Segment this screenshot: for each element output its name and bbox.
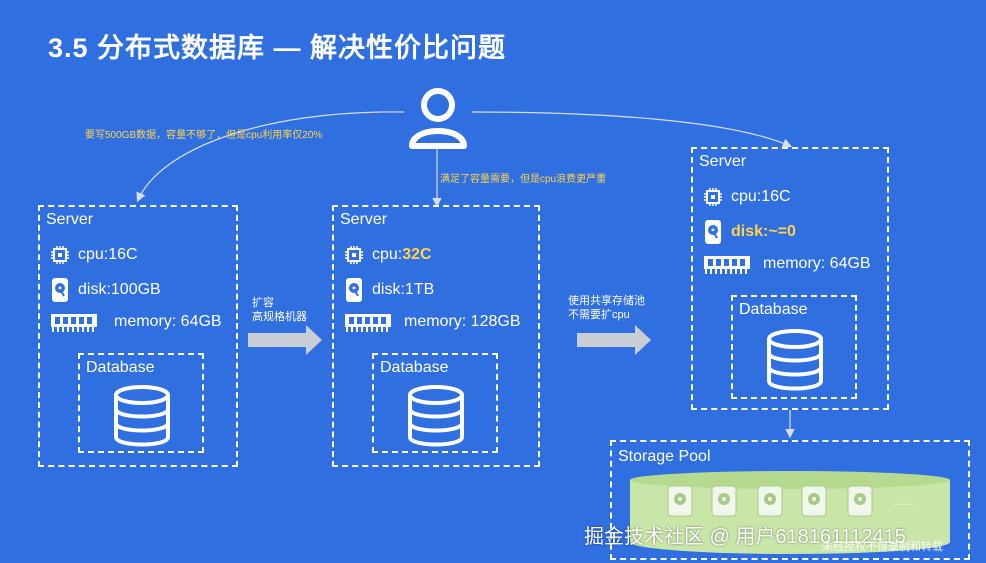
- pool-disk-icon: [847, 485, 873, 517]
- cpu-prefix: cpu:: [731, 188, 762, 205]
- hard-disk-icon: [346, 278, 362, 302]
- memory-row: memory: 64GB: [703, 253, 871, 275]
- database-cylinder-icon: [114, 385, 170, 447]
- pool-disk-icon: [801, 485, 827, 517]
- server-label: Server: [46, 211, 94, 228]
- cpu-row: cpu: 16C: [703, 187, 791, 207]
- arrow-label-shared-storage-line1: 使用共享存储池: [568, 295, 645, 307]
- pool-disk-icon: [711, 485, 737, 517]
- disk-prefix: disk:: [372, 281, 405, 298]
- disk-row: disk: ~=0: [703, 219, 796, 245]
- cpu-row: cpu: 16C: [50, 245, 138, 265]
- storage-pool-cylinder: [630, 471, 950, 554]
- database-cylinder-icon: [767, 329, 823, 391]
- pool-disk-icons: [667, 485, 873, 517]
- storage-pool-ellipsis: ......: [894, 494, 915, 508]
- connector-user-to-server-1: [136, 111, 405, 203]
- note-cpu-waste: 满足了容量需要，但是cpu浪费更严重: [440, 174, 607, 185]
- disk-prefix-highlighted: disk:: [731, 223, 769, 240]
- cpu-value-highlighted: 32C: [402, 246, 432, 263]
- disk-row: disk: 100GB: [50, 277, 161, 303]
- memory-text: memory: 128GB: [404, 313, 521, 330]
- memory-text: memory: 64GB: [114, 313, 222, 330]
- arrow-label-scale-up: 扩容 高规格机器: [252, 296, 307, 324]
- connector-user-to-server-3: [471, 111, 793, 148]
- memory-module-icon: [51, 314, 97, 332]
- watermark: 掘金技术社区 @ 用户618161112415: [584, 526, 906, 548]
- server-label: Server: [699, 153, 747, 170]
- cpu-prefix: cpu:: [372, 246, 403, 263]
- cpu-chip-icon: [704, 188, 722, 206]
- server-box-2: Server cpu: 32C disk: 1TB: [332, 205, 540, 467]
- big-arrow-shared-storage: [577, 325, 651, 355]
- arrow-label-shared-storage: 使用共享存储池 不需要扩cpu: [568, 294, 645, 322]
- cpu-value: 16C: [108, 246, 138, 263]
- server-box-1: Server cpu: 16C disk: 100GB: [38, 205, 238, 467]
- database-box: Database: [372, 353, 498, 453]
- disk-value: 1TB: [404, 281, 435, 298]
- disk-value: 100GB: [110, 281, 161, 298]
- big-arrow-scale-up: [248, 325, 322, 355]
- arrow-label-scale-up-line2: 高规格机器: [252, 311, 307, 323]
- watermark-copyright: 未经授权不得录制和转载: [822, 541, 943, 553]
- server-box-3: Server cpu: 16C disk: ~=0: [691, 147, 889, 410]
- cpu-prefix: cpu:: [78, 246, 109, 263]
- cpu-value: 16C: [761, 188, 791, 205]
- note-capacity-insufficient: 要写500GB数据，容量不够了，但是cpu利用率仅20%: [85, 130, 323, 141]
- hard-disk-icon: [52, 278, 68, 302]
- database-box: Database: [731, 295, 857, 399]
- pool-disk-icon: [757, 485, 783, 517]
- cpu-chip-icon: [345, 246, 363, 264]
- memory-module-icon: [704, 256, 750, 274]
- database-label: Database: [86, 359, 155, 376]
- storage-pool-label: Storage Pool: [618, 448, 711, 465]
- database-box: Database: [78, 353, 204, 453]
- memory-row: memory: 64GB: [50, 311, 222, 333]
- disk-row: disk: 1TB: [344, 277, 434, 303]
- cpu-row: cpu: 32C: [344, 245, 432, 265]
- arrow-label-shared-storage-line2: 不需要扩cpu: [568, 309, 630, 321]
- arrow-label-scale-up-line1: 扩容: [252, 297, 274, 309]
- server-label: Server: [340, 211, 388, 228]
- memory-row: memory: 128GB: [344, 311, 520, 333]
- memory-module-icon: [345, 314, 391, 332]
- storage-pool-box: Storage Pool: [610, 440, 970, 560]
- pool-disk-icon: [667, 485, 693, 517]
- database-cylinder-icon: [408, 385, 464, 447]
- disk-value-highlighted: ~=0: [768, 223, 796, 240]
- cpu-chip-icon: [51, 246, 69, 264]
- page-title: 3.5 分布式数据库 — 解决性价比问题: [48, 33, 507, 63]
- memory-text: memory: 64GB: [763, 255, 871, 272]
- database-label: Database: [739, 301, 808, 318]
- user-icon: [409, 88, 467, 149]
- hard-disk-icon: [705, 220, 721, 244]
- disk-prefix: disk:: [78, 281, 111, 298]
- database-label: Database: [380, 359, 449, 376]
